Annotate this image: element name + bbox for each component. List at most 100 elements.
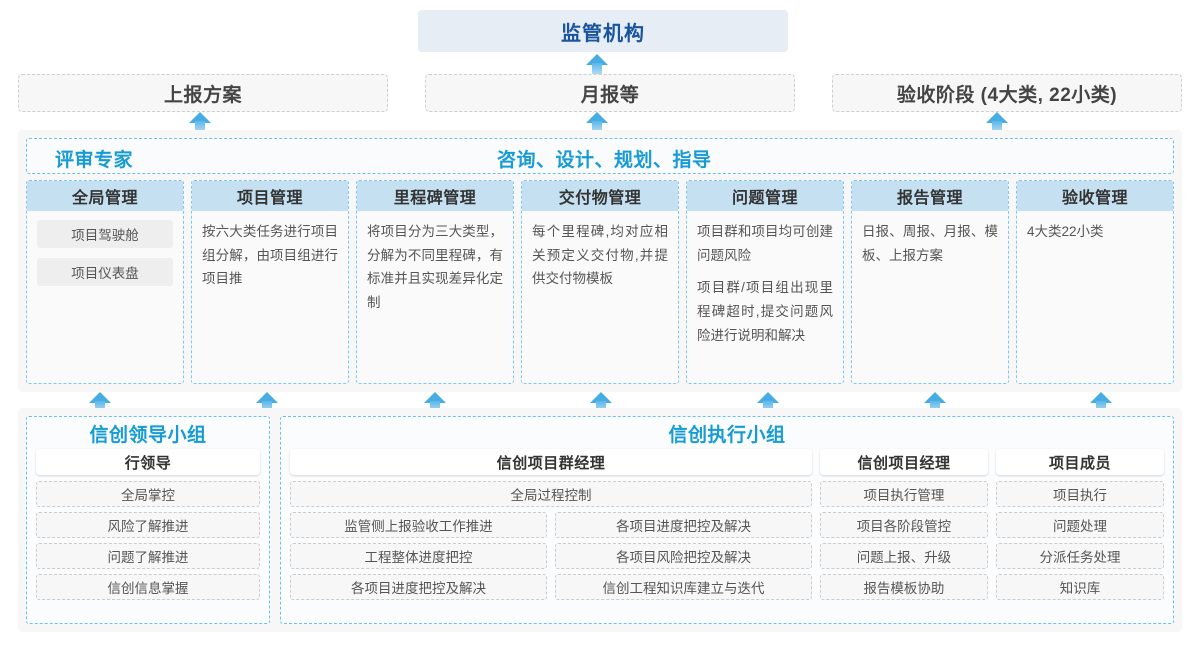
report-label-acceptance: 验收阶段 (4大类, 22小类) [896, 84, 1118, 106]
arrow-shaft [262, 401, 272, 414]
arrow-shaft [195, 121, 205, 134]
column-head: 问题管理 [687, 181, 843, 211]
group-title-execution: 信创执行小组 [668, 425, 786, 446]
arrow-head-icon [256, 392, 278, 403]
column-body: 4大类22小类 [1017, 211, 1173, 383]
arrow-head-icon [986, 112, 1008, 123]
list-item[interactable]: 工程整体进度把控 [290, 543, 547, 569]
column-body: 将项目分为三大类型，分解为不同里程碑，有标准并且实现差异化定制 [357, 211, 513, 383]
list-item[interactable]: 监管侧上报验收工作推进 [290, 512, 547, 538]
list-item[interactable]: 各项目进度把控及解决 [554, 512, 812, 538]
report-box-plan[interactable]: 上报方案 [18, 74, 388, 112]
arrow-up-to-deliverable-management [590, 392, 612, 414]
arrow-up-to-global-management [89, 392, 111, 414]
list-item[interactable]: 分派任务处理 [995, 543, 1165, 569]
arrow-up-to-regulator [586, 54, 608, 76]
arrow-shaft [763, 401, 773, 414]
column-project-management[interactable]: 项目管理 按六大类任务进行项目组分解，由项目组进行项目推 [191, 180, 349, 384]
program-manager-dual-columns: 监管侧上报验收工作推进 工程整体进度把控 各项目进度把控及解决 各项目进度把控及… [290, 512, 812, 600]
arrow-up-to-acceptance-management [1090, 392, 1112, 414]
list-item[interactable]: 报告模板协助 [819, 574, 988, 600]
list-item-full[interactable]: 全局过程控制 [290, 481, 812, 507]
column-paragraph: 按六大类任务进行项目组分解，由项目组进行项目推 [202, 224, 338, 287]
arrow-shaft [592, 121, 602, 134]
subgroup-project-member: 项目成员 项目执行 问题处理 分派任务处理 知识库 [995, 449, 1165, 600]
column-paragraph: 日报、周报、月报、模板、上报方案 [862, 224, 998, 263]
subhead-project-manager: 信创项目经理 [819, 449, 988, 475]
arrow-head-icon [424, 392, 446, 403]
list-item[interactable]: 项目执行 [995, 481, 1165, 507]
arrow-head-icon [189, 112, 211, 123]
column-paragraph: 4大类22小类 [1027, 224, 1104, 239]
column-head: 验收管理 [1017, 181, 1173, 211]
list-item[interactable]: 各项目进度把控及解决 [290, 574, 547, 600]
arrow-head-icon [590, 392, 612, 403]
column-head: 里程碑管理 [357, 181, 513, 211]
column-head: 全局管理 [27, 181, 183, 211]
list-item[interactable]: 各项目风险把控及解决 [554, 543, 812, 569]
subhead-bank-leader: 行领导 [36, 449, 260, 475]
arrow-head-icon [586, 54, 608, 65]
arrow-up-to-issue-management [757, 392, 779, 414]
pill-item[interactable]: 项目仪表盘 [37, 258, 173, 286]
arrow-up-to-report-management [924, 392, 946, 414]
arrow-shaft [596, 401, 606, 414]
regulator-box: 监管机构 [418, 10, 788, 52]
column-milestone-management[interactable]: 里程碑管理 将项目分为三大类型，分解为不同里程碑，有标准并且实现差异化定制 [356, 180, 514, 384]
arrow-up-to-plan [189, 112, 211, 134]
column-paragraph: 将项目分为三大类型，分解为不同里程碑，有标准并且实现差异化定制 [367, 224, 503, 310]
subhead-program-manager: 信创项目群经理 [290, 449, 812, 475]
column-body: 项目驾驶舱 项目仪表盘 [27, 211, 183, 383]
list-item[interactable]: 问题处理 [995, 512, 1165, 538]
subhead-project-member: 项目成员 [995, 449, 1165, 475]
arrow-shaft [430, 401, 440, 414]
pill-item[interactable]: 项目驾驶舱 [37, 220, 173, 248]
arrow-head-icon [924, 392, 946, 403]
column-paragraph: 项目群和项目均可创建问题风险 [697, 224, 833, 263]
arrow-shaft [1096, 401, 1106, 414]
subgroup-program-manager: 信创项目群经理 全局过程控制 监管侧上报验收工作推进 工程整体进度把控 各项目进… [290, 449, 812, 600]
column-issue-management[interactable]: 问题管理 项目群和项目均可创建问题风险 项目群/项目组出现里程碑超时,提交问题风… [686, 180, 844, 384]
list-item[interactable]: 知识库 [995, 574, 1165, 600]
report-label-plan: 上报方案 [163, 84, 242, 106]
arrow-shaft [592, 63, 602, 76]
arrow-shaft [930, 401, 940, 414]
column-acceptance-management[interactable]: 验收管理 4大类22小类 [1016, 180, 1174, 384]
arrow-up-to-acceptance [986, 112, 1008, 134]
list-item[interactable]: 项目执行管理 [819, 481, 988, 507]
management-columns: 全局管理 项目驾驶舱 项目仪表盘 项目管理 按六大类任务进行项目组分解，由项目组… [26, 180, 1174, 384]
arrow-head-icon [586, 112, 608, 123]
program-manager-left-column: 监管侧上报验收工作推进 工程整体进度把控 各项目进度把控及解决 [290, 512, 547, 600]
arrow-head-icon [1090, 392, 1112, 403]
middle-title-row: 评审专家 咨询、设计、规划、指导 [26, 138, 1174, 174]
list-item[interactable]: 问题了解推进 [36, 543, 260, 569]
report-row: 上报方案 月报等 验收阶段 (4大类, 22小类) [18, 74, 1182, 112]
arrow-up-to-monthly [586, 112, 608, 134]
arrow-head-icon [89, 392, 111, 403]
column-paragraph: 每个里程碑,均对应相关预定义交付物,并提供交付物模板 [532, 224, 668, 287]
column-global-management[interactable]: 全局管理 项目驾驶舱 项目仪表盘 [26, 180, 184, 384]
list-item[interactable]: 问题上报、升级 [819, 543, 988, 569]
arrow-head-icon [757, 392, 779, 403]
list-item[interactable]: 全局掌控 [36, 481, 260, 507]
group-leadership: 信创领导小组 行领导 全局掌控 风险了解推进 问题了解推进 信创信息掌握 [26, 416, 270, 624]
middle-title-consulting: 咨询、设计、规划、指导 [497, 150, 712, 171]
group-execution: 信创执行小组 信创项目群经理 全局过程控制 监管侧上报验收工作推进 工程整体进度… [280, 416, 1174, 624]
arrow-shaft [95, 401, 105, 414]
column-report-management[interactable]: 报告管理 日报、周报、月报、模板、上报方案 [851, 180, 1009, 384]
report-label-monthly: 月报等 [580, 84, 640, 106]
list-item[interactable]: 风险了解推进 [36, 512, 260, 538]
list-item[interactable]: 信创工程知识库建立与迭代 [554, 574, 812, 600]
report-box-monthly[interactable]: 月报等 [425, 74, 795, 112]
arrow-up-to-project-management [256, 392, 278, 414]
regulator-label: 监管机构 [561, 22, 645, 45]
column-deliverable-management[interactable]: 交付物管理 每个里程碑,均对应相关预定义交付物,并提供交付物模板 [521, 180, 679, 384]
report-box-acceptance[interactable]: 验收阶段 (4大类, 22小类) [832, 74, 1182, 112]
middle-title-reviewers: 评审专家 [55, 150, 134, 171]
column-body: 项目群和项目均可创建问题风险 项目群/项目组出现里程碑超时,提交问题风险进行说明… [687, 211, 843, 383]
list-item[interactable]: 项目各阶段管控 [819, 512, 988, 538]
column-head: 报告管理 [852, 181, 1008, 211]
list-item[interactable]: 信创信息掌握 [36, 574, 260, 600]
arrow-shaft [992, 121, 1002, 134]
